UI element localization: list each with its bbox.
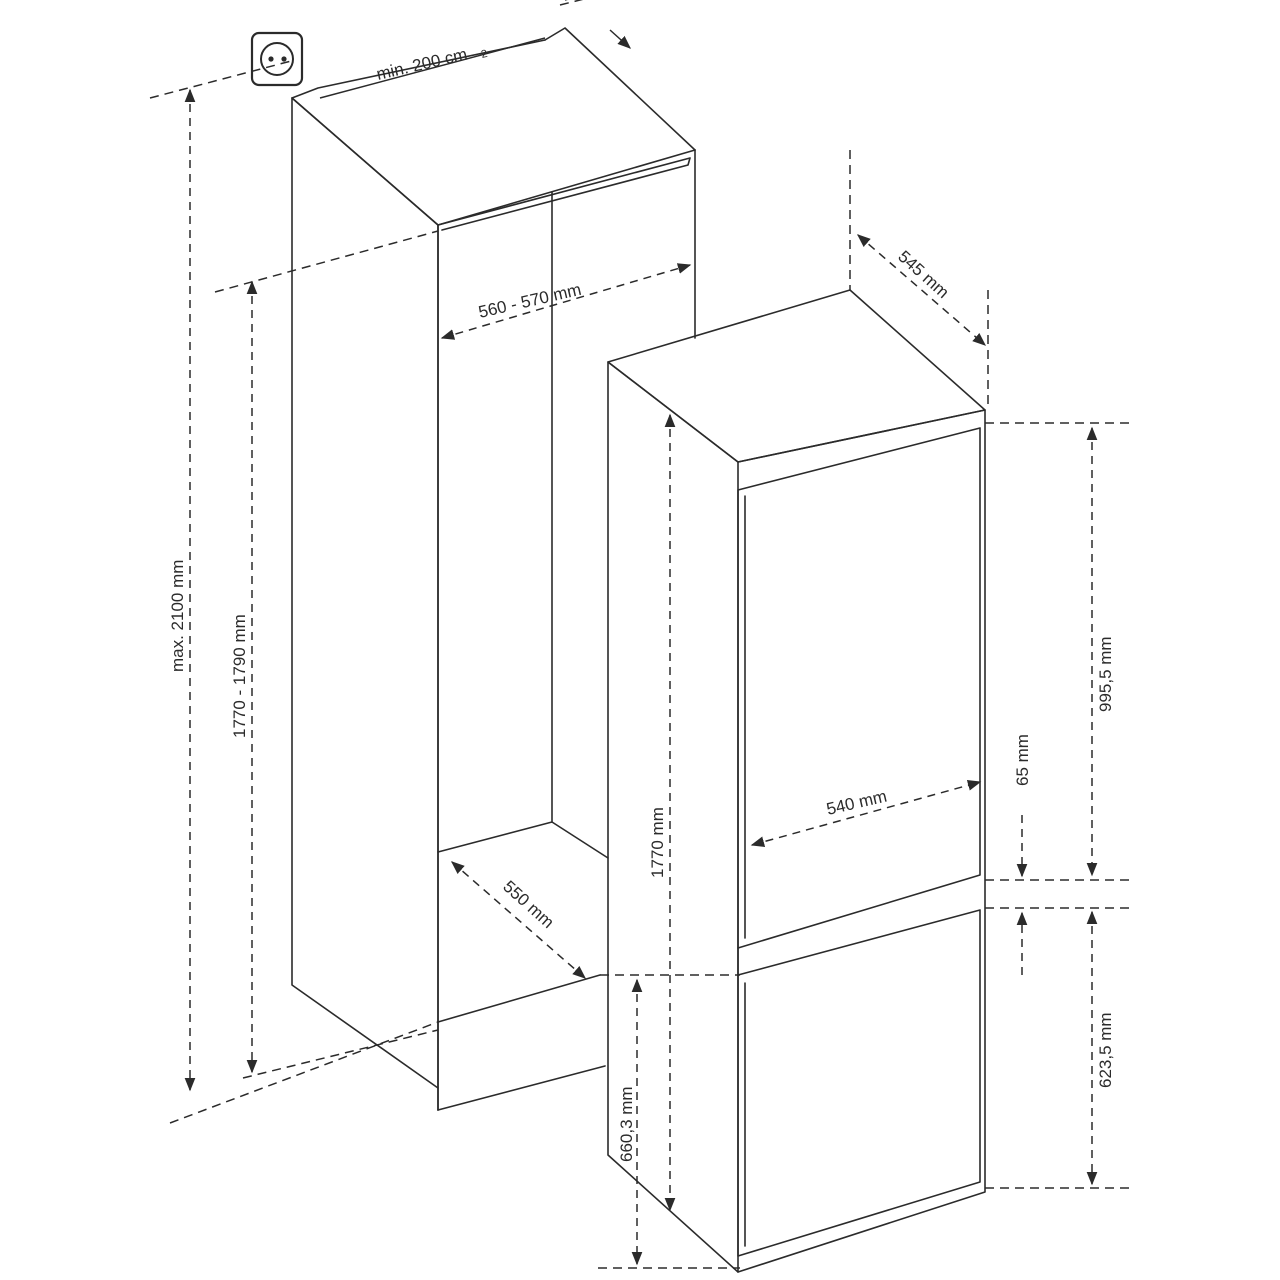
label-vent: min. 200 cm <box>375 45 469 84</box>
label-appliance-width: 540 mm <box>825 787 889 819</box>
lower-door <box>737 909 981 1257</box>
dim-appliance-depth <box>856 234 987 346</box>
label-niche-height: 1770 - 1790 mm <box>230 614 249 738</box>
label-bottom-height: 660,3 mm <box>617 1086 636 1162</box>
label-vent-superscript: 2 <box>480 48 489 61</box>
label-max-height: max. 2100 mm <box>168 560 187 672</box>
dimension-lines <box>184 0 1098 1266</box>
extension-lines <box>149 0 1135 1269</box>
label-gap: 65 mm <box>1013 734 1032 786</box>
dim-niche-depth <box>450 861 587 979</box>
label-appliance-height: 1770 mm <box>648 807 667 878</box>
power-socket-icon <box>250 31 304 87</box>
label-upper-door: 995,5 mm <box>1096 636 1115 712</box>
appliance-fridge <box>607 289 986 1273</box>
cabinet-side-panel <box>291 97 439 1089</box>
dimension-labels: min. 200 cm 2 560 - 570 mm max. 2100 mm … <box>168 45 1115 1162</box>
label-niche-depth: 550 mm <box>499 877 557 932</box>
upper-door <box>737 427 981 949</box>
label-lower-door: 623,5 mm <box>1096 1012 1115 1088</box>
dim-niche-width <box>440 263 692 340</box>
dim-appliance-width <box>750 780 982 847</box>
cabinet-niche <box>291 27 696 1111</box>
appliance-top <box>607 289 986 463</box>
label-niche-width: 560 - 570 mm <box>477 280 583 322</box>
